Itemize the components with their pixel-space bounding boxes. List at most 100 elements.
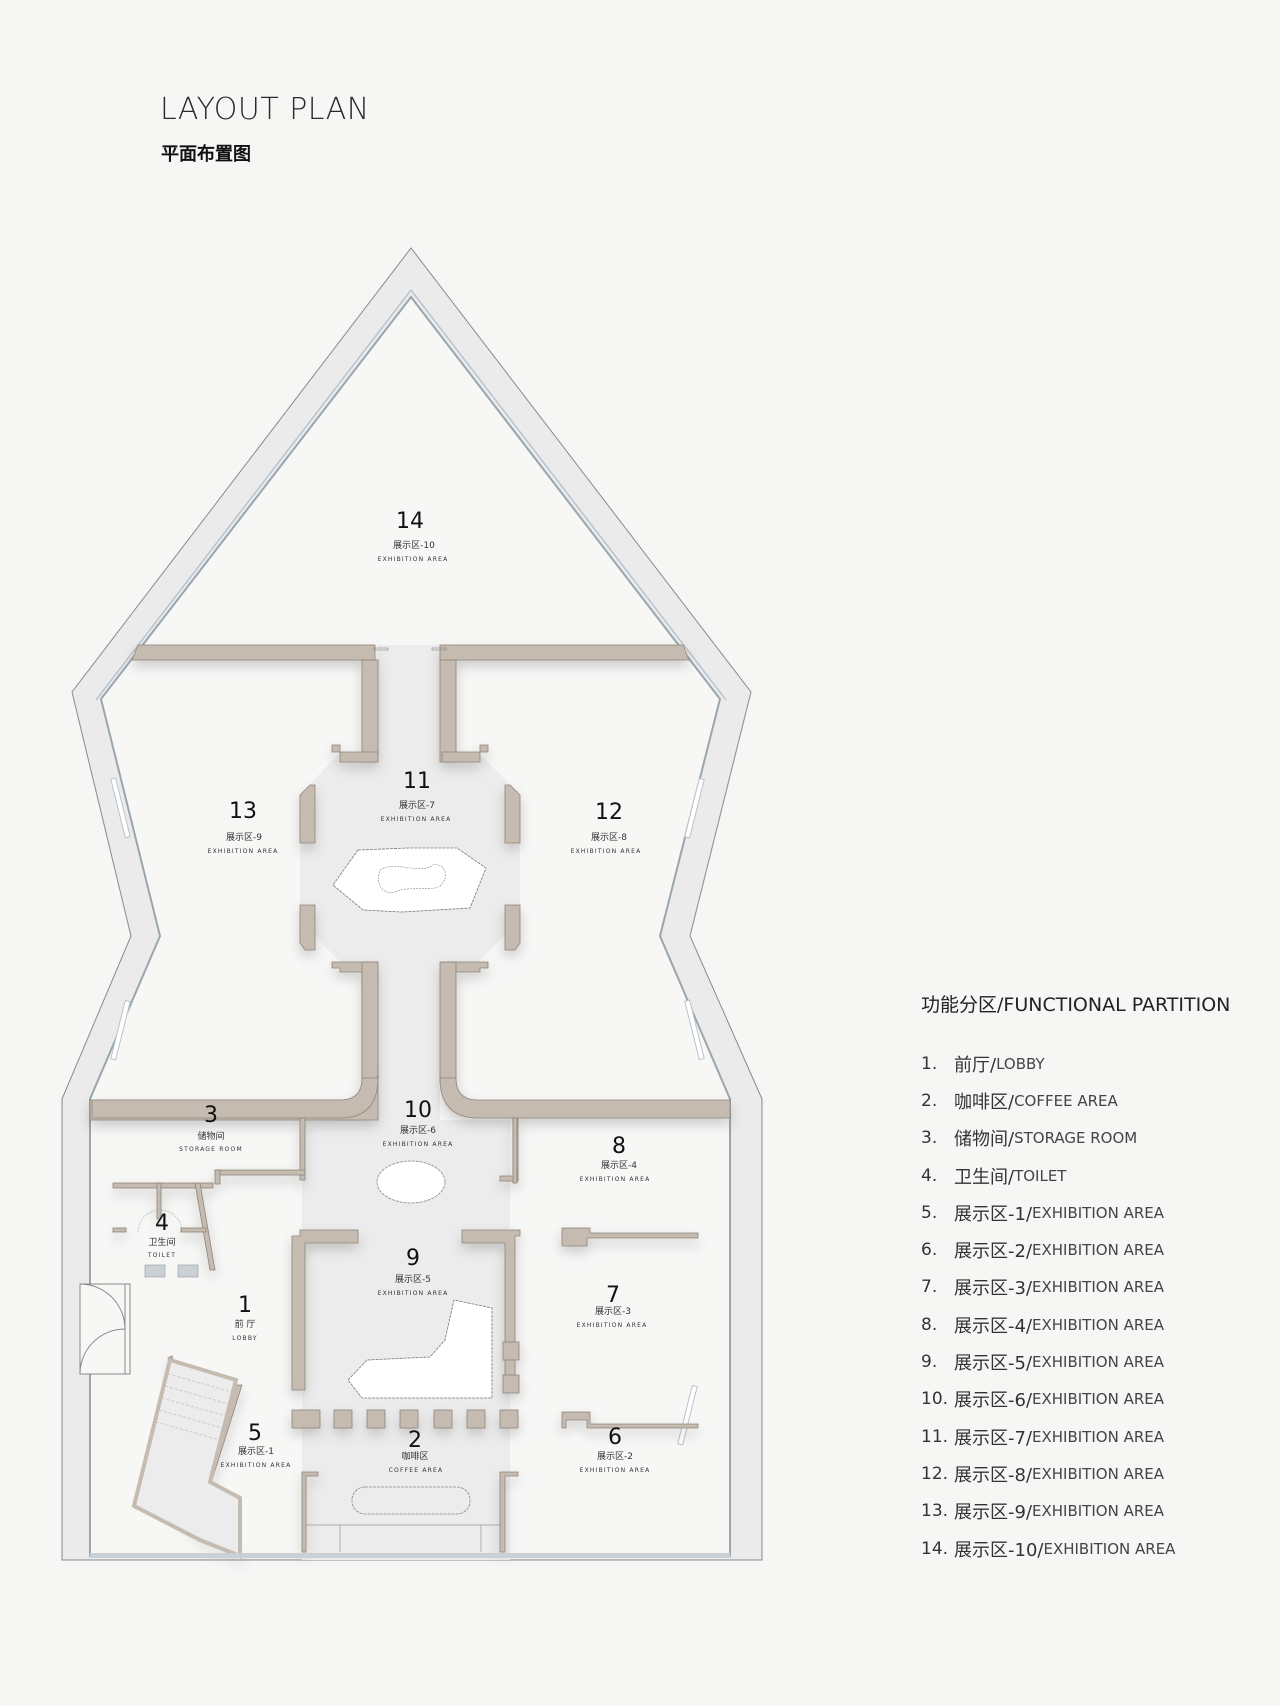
room-label-1: 1 前 厅 LOBBY: [232, 1293, 257, 1342]
legend-item-number: 8.: [921, 1314, 938, 1335]
legend-item-en: EXHIBITION AREA: [1032, 1390, 1164, 1409]
svg-text:展示区-3: 展示区-3: [595, 1306, 631, 1317]
svg-text:展示区-2: 展示区-2: [597, 1451, 633, 1462]
legend-item-en: EXHIBITION AREA: [1032, 1502, 1164, 1521]
svg-text:EXHIBITION AREA: EXHIBITION AREA: [580, 1176, 651, 1183]
svg-text:1: 1: [238, 1293, 252, 1318]
svg-text:5: 5: [248, 1421, 262, 1446]
svg-text:展示区-9: 展示区-9: [226, 832, 262, 843]
svg-text:储物间: 储物间: [197, 1130, 224, 1142]
legend-item-en: EXHIBITION AREA: [1032, 1353, 1164, 1372]
room-label-9: 9 展示区-5 EXHIBITION AREA: [378, 1246, 448, 1297]
legend-item-zh: 展示区-3/: [954, 1278, 1033, 1300]
svg-text:EXHIBITION AREA: EXHIBITION AREA: [381, 816, 452, 823]
room-label-11: 11 展示区-7 EXHIBITION AREA: [381, 769, 452, 823]
svg-text:EXHIBITION AREA: EXHIBITION AREA: [221, 1462, 292, 1469]
legend-item: 11.展示区-7/EXHIBITION AREA: [921, 1418, 1261, 1455]
svg-text:11: 11: [403, 769, 431, 794]
legend-item-number: 7.: [921, 1277, 938, 1298]
svg-text:STORAGE ROOM: STORAGE ROOM: [179, 1146, 243, 1153]
legend-item-zh: 展示区-8/: [954, 1464, 1033, 1486]
legend-item: 5. 展示区-1/EXHIBITION AREA: [921, 1194, 1261, 1231]
legend-item-zh: 展示区-4/: [954, 1315, 1033, 1337]
room-label-2: 2 咖啡区 COFFEE AREA: [389, 1428, 444, 1474]
entrance-door: [79, 1283, 131, 1375]
legend-item-zh: 展示区-5/: [954, 1353, 1033, 1375]
legend-item: 2. 咖啡区/COFFEE AREA: [921, 1082, 1261, 1119]
svg-text:COFFEE AREA: COFFEE AREA: [389, 1467, 444, 1474]
staircase: [131, 1357, 242, 1559]
legend-item-zh: 储物间/: [954, 1129, 1015, 1151]
exhibit-platform-11: [332, 847, 487, 913]
room-label-13: 13 展示区-9 EXHIBITION AREA: [208, 799, 279, 855]
svg-text:6: 6: [608, 1425, 622, 1450]
svg-text:展示区-10: 展示区-10: [393, 540, 435, 551]
legend-item: 14.展示区-10/EXHIBITION AREA: [921, 1530, 1261, 1567]
legend-item-number: 11.: [921, 1426, 949, 1447]
legend-item-number: 4.: [921, 1165, 938, 1186]
svg-text:LOBBY: LOBBY: [232, 1335, 257, 1342]
legend-item-zh: 展示区-9/: [954, 1502, 1033, 1524]
svg-text:12: 12: [595, 800, 623, 825]
legend-item-en: EXHIBITION AREA: [1032, 1203, 1164, 1222]
legend-item-number: 14.: [921, 1538, 949, 1559]
exhibit-platform-10: [376, 1160, 446, 1204]
legend-item: 13.展示区-9/EXHIBITION AREA: [921, 1493, 1261, 1530]
svg-text:3: 3: [204, 1103, 218, 1128]
legend-item-en: EXHIBITION AREA: [1032, 1315, 1164, 1334]
page-subtitle: 平面布置图: [161, 144, 251, 165]
legend-item-number: 1.: [921, 1053, 938, 1074]
legend-item: 12.展示区-8/EXHIBITION AREA: [921, 1455, 1261, 1492]
legend-item: 8. 展示区-4/EXHIBITION AREA: [921, 1306, 1261, 1343]
legend-item-en: EXHIBITION AREA: [1032, 1278, 1164, 1297]
legend-item-en: STORAGE ROOM: [1014, 1129, 1138, 1148]
legend-item-number: 2.: [921, 1090, 938, 1111]
svg-text:展示区-5: 展示区-5: [395, 1274, 431, 1285]
legend-item-number: 6.: [921, 1240, 938, 1261]
svg-text:EXHIBITION AREA: EXHIBITION AREA: [383, 1141, 454, 1148]
svg-text:TOILET: TOILET: [147, 1252, 176, 1259]
svg-text:13: 13: [229, 799, 257, 824]
legend-item-number: 12.: [921, 1463, 949, 1484]
room-label-7: 7 展示区-3 EXHIBITION AREA: [577, 1283, 647, 1329]
legend-item-number: 5.: [921, 1202, 938, 1223]
svg-text:展示区-8: 展示区-8: [591, 832, 627, 843]
legend-item-en: EXHIBITION AREA: [1032, 1464, 1164, 1483]
svg-text:7: 7: [606, 1283, 620, 1308]
svg-text:2: 2: [408, 1428, 422, 1453]
legend-item-zh: 咖啡区/: [954, 1091, 1015, 1113]
legend-item: 6.展示区-2/EXHIBITION AREA: [921, 1231, 1261, 1268]
legend-item-zh: 展示区-1/: [954, 1203, 1033, 1225]
svg-text:展示区-4: 展示区-4: [601, 1160, 637, 1171]
room-label-6: 6 展示区-2 EXHIBITION AREA: [580, 1425, 650, 1474]
legend-item-number: 10.: [921, 1389, 949, 1410]
svg-text:展示区-6: 展示区-6: [400, 1125, 436, 1136]
legend-item-en: TOILET: [1014, 1166, 1067, 1185]
svg-text:8: 8: [612, 1134, 626, 1159]
exhibit-platform-9: [347, 1299, 493, 1399]
legend-item: 9.展示区-5/EXHIBITION AREA: [921, 1343, 1261, 1380]
svg-text:EXHIBITION AREA: EXHIBITION AREA: [571, 848, 642, 855]
svg-text:咖啡区: 咖啡区: [401, 1450, 428, 1462]
room-label-10: 10 展示区-6 EXHIBITION AREA: [383, 1098, 454, 1148]
legend-item-number: 13.: [921, 1501, 949, 1522]
svg-text:展示区-1: 展示区-1: [238, 1446, 274, 1457]
svg-text:EXHIBITION AREA: EXHIBITION AREA: [208, 848, 279, 855]
svg-text:9: 9: [406, 1246, 420, 1271]
room-label-14: 14 展示区-10 EXHIBITION AREA: [378, 509, 448, 563]
legend-item-zh: 展示区-6/: [954, 1390, 1033, 1412]
legend-item: 1.前厅/LOBBY: [921, 1045, 1261, 1082]
legend-item: 4.卫生间/TOILET: [921, 1157, 1261, 1194]
legend-item: 10.展示区-6/EXHIBITION AREA: [921, 1381, 1261, 1418]
room-label-4: 4 卫生间 TOILET: [147, 1211, 176, 1259]
svg-text:展示区-7: 展示区-7: [399, 800, 435, 811]
svg-text:卫生间: 卫生间: [148, 1236, 175, 1248]
legend-item-en: COFFEE AREA: [1014, 1091, 1118, 1110]
legend-item-zh: 展示区-7/: [954, 1427, 1033, 1449]
legend-item-en: EXHIBITION AREA: [1043, 1539, 1176, 1558]
room-label-12: 12 展示区-8 EXHIBITION AREA: [571, 800, 642, 855]
page-title: LAYOUT PLAN: [160, 92, 370, 127]
